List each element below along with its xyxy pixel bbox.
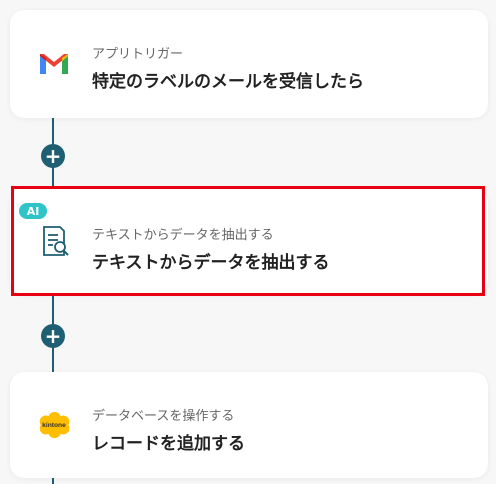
flow-step-card[interactable]: アプリトリガー 特定のラベルのメールを受信したら [10,10,488,118]
flow-connector [52,478,54,484]
flow-step-card[interactable]: テキストからデータを抽出する テキストからデータを抽出する [10,188,488,294]
gmail-icon [40,54,68,74]
add-step-button[interactable]: + [41,144,65,168]
step-title: テキストからデータを抽出する [92,253,330,273]
ai-badge: AI [19,203,47,219]
step-subtitle: テキストからデータを抽出する [92,228,274,243]
kintone-logo-text: kintone [42,422,66,429]
document-search-icon [43,226,69,256]
kintone-icon: kintone [39,411,70,439]
flow-step-card[interactable]: kintone データベースを操作する レコードを追加する [10,372,488,478]
step-subtitle: データベースを操作する [92,409,235,424]
selection-highlight [11,186,485,296]
step-title: 特定のラベルのメールを受信したら [92,72,364,92]
step-subtitle: アプリトリガー [92,47,184,62]
add-step-button[interactable]: + [41,324,65,348]
step-title: レコードを追加する [92,434,245,454]
